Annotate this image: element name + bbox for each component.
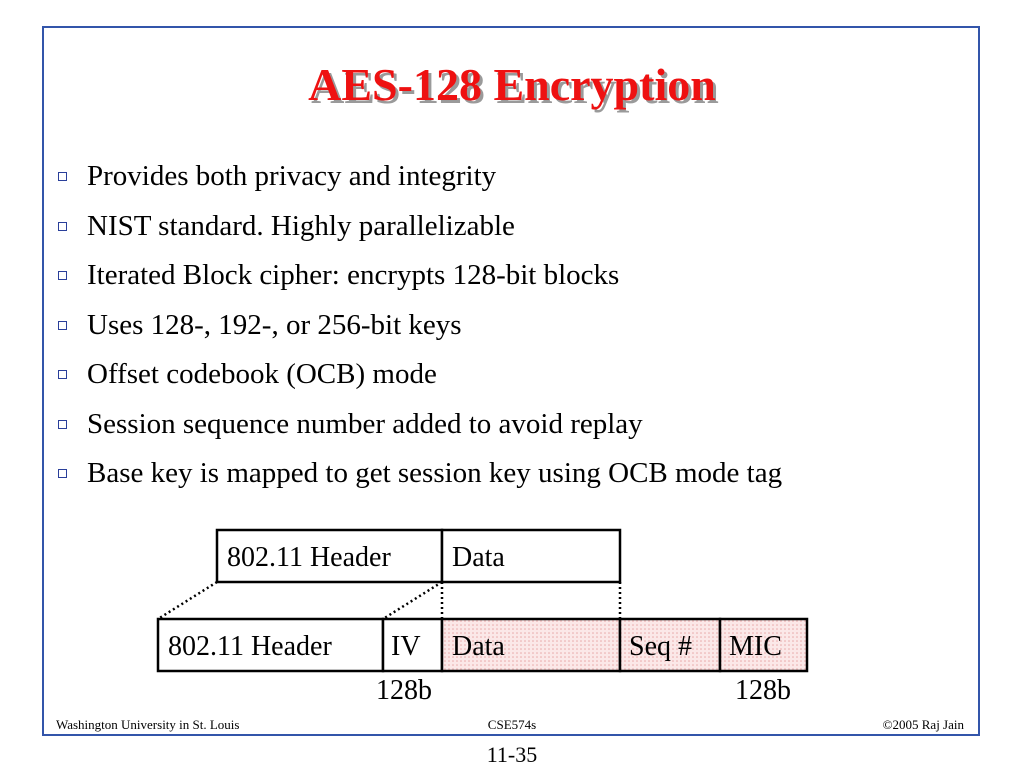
bullet-item: Offset codebook (OCB) mode xyxy=(56,350,782,400)
footer-right: ©2005 Raj Jain xyxy=(882,717,964,732)
bottom-data-label: Data xyxy=(452,631,505,662)
slide-frame xyxy=(42,26,980,736)
bottom-seq-label: Seq # xyxy=(629,631,692,662)
bottom-frame: 802.11 Header IV Data Seq # MIC xyxy=(156,617,809,673)
bottom-iv-label: IV xyxy=(391,631,421,662)
bottom-header-field xyxy=(156,617,385,673)
connector-line-header-left xyxy=(157,580,218,621)
square-bullet-icon xyxy=(58,419,67,429)
top-header-field xyxy=(215,528,444,584)
top-header-label: 802.11 Header xyxy=(227,542,391,573)
bullet-list: Provides both privacy and integrity NIST… xyxy=(56,152,782,499)
iv-size-label: 128b xyxy=(376,675,432,706)
square-bullet-icon xyxy=(58,271,67,281)
bullet-text: Session sequence number added to avoid r… xyxy=(87,407,643,440)
bottom-header-label: 802.11 Header xyxy=(168,631,332,662)
square-bullet-icon xyxy=(58,320,67,330)
connector-line-header-right xyxy=(382,580,443,621)
bottom-data-field xyxy=(440,617,622,673)
bullet-item: Iterated Block cipher: encrypts 128-bit … xyxy=(56,251,782,301)
square-bullet-icon xyxy=(58,221,67,231)
bullet-item: Uses 128-, 192-, or 256-bit keys xyxy=(56,301,782,351)
square-bullet-icon xyxy=(58,172,67,182)
bullet-text: Offset codebook (OCB) mode xyxy=(87,358,437,391)
page-number: 11-35 xyxy=(486,742,538,767)
bottom-mic-label: MIC xyxy=(729,631,782,662)
top-data-label: Data xyxy=(452,542,505,573)
slide-title: AES-128 Encryption xyxy=(308,59,716,110)
bullet-text: Base key is mapped to get session key us… xyxy=(87,457,783,490)
bottom-mic-field xyxy=(718,617,809,673)
bullet-item: Base key is mapped to get session key us… xyxy=(56,449,782,499)
square-bullet-icon xyxy=(58,370,67,380)
square-bullet-icon xyxy=(58,469,67,479)
top-data-field xyxy=(440,528,622,584)
mic-size-label: 128b xyxy=(735,675,791,706)
bullet-item: Session sequence number added to avoid r… xyxy=(56,400,782,450)
bullet-text: Iterated Block cipher: encrypts 128-bit … xyxy=(87,259,620,292)
top-frame: 802.11 Header Data xyxy=(215,528,622,584)
bullet-item: NIST standard. Highly parallelizable xyxy=(56,202,782,252)
footer-center: CSE574s xyxy=(487,717,537,732)
bottom-iv-field xyxy=(381,617,444,673)
bullet-item: Provides both privacy and integrity xyxy=(56,152,782,202)
bullet-text: Provides both privacy and integrity xyxy=(87,160,497,193)
footer-left: Washington University in St. Louis xyxy=(56,717,240,732)
bullet-text: NIST standard. Highly parallelizable xyxy=(87,209,515,242)
bullet-text: Uses 128-, 192-, or 256-bit keys xyxy=(87,308,462,341)
